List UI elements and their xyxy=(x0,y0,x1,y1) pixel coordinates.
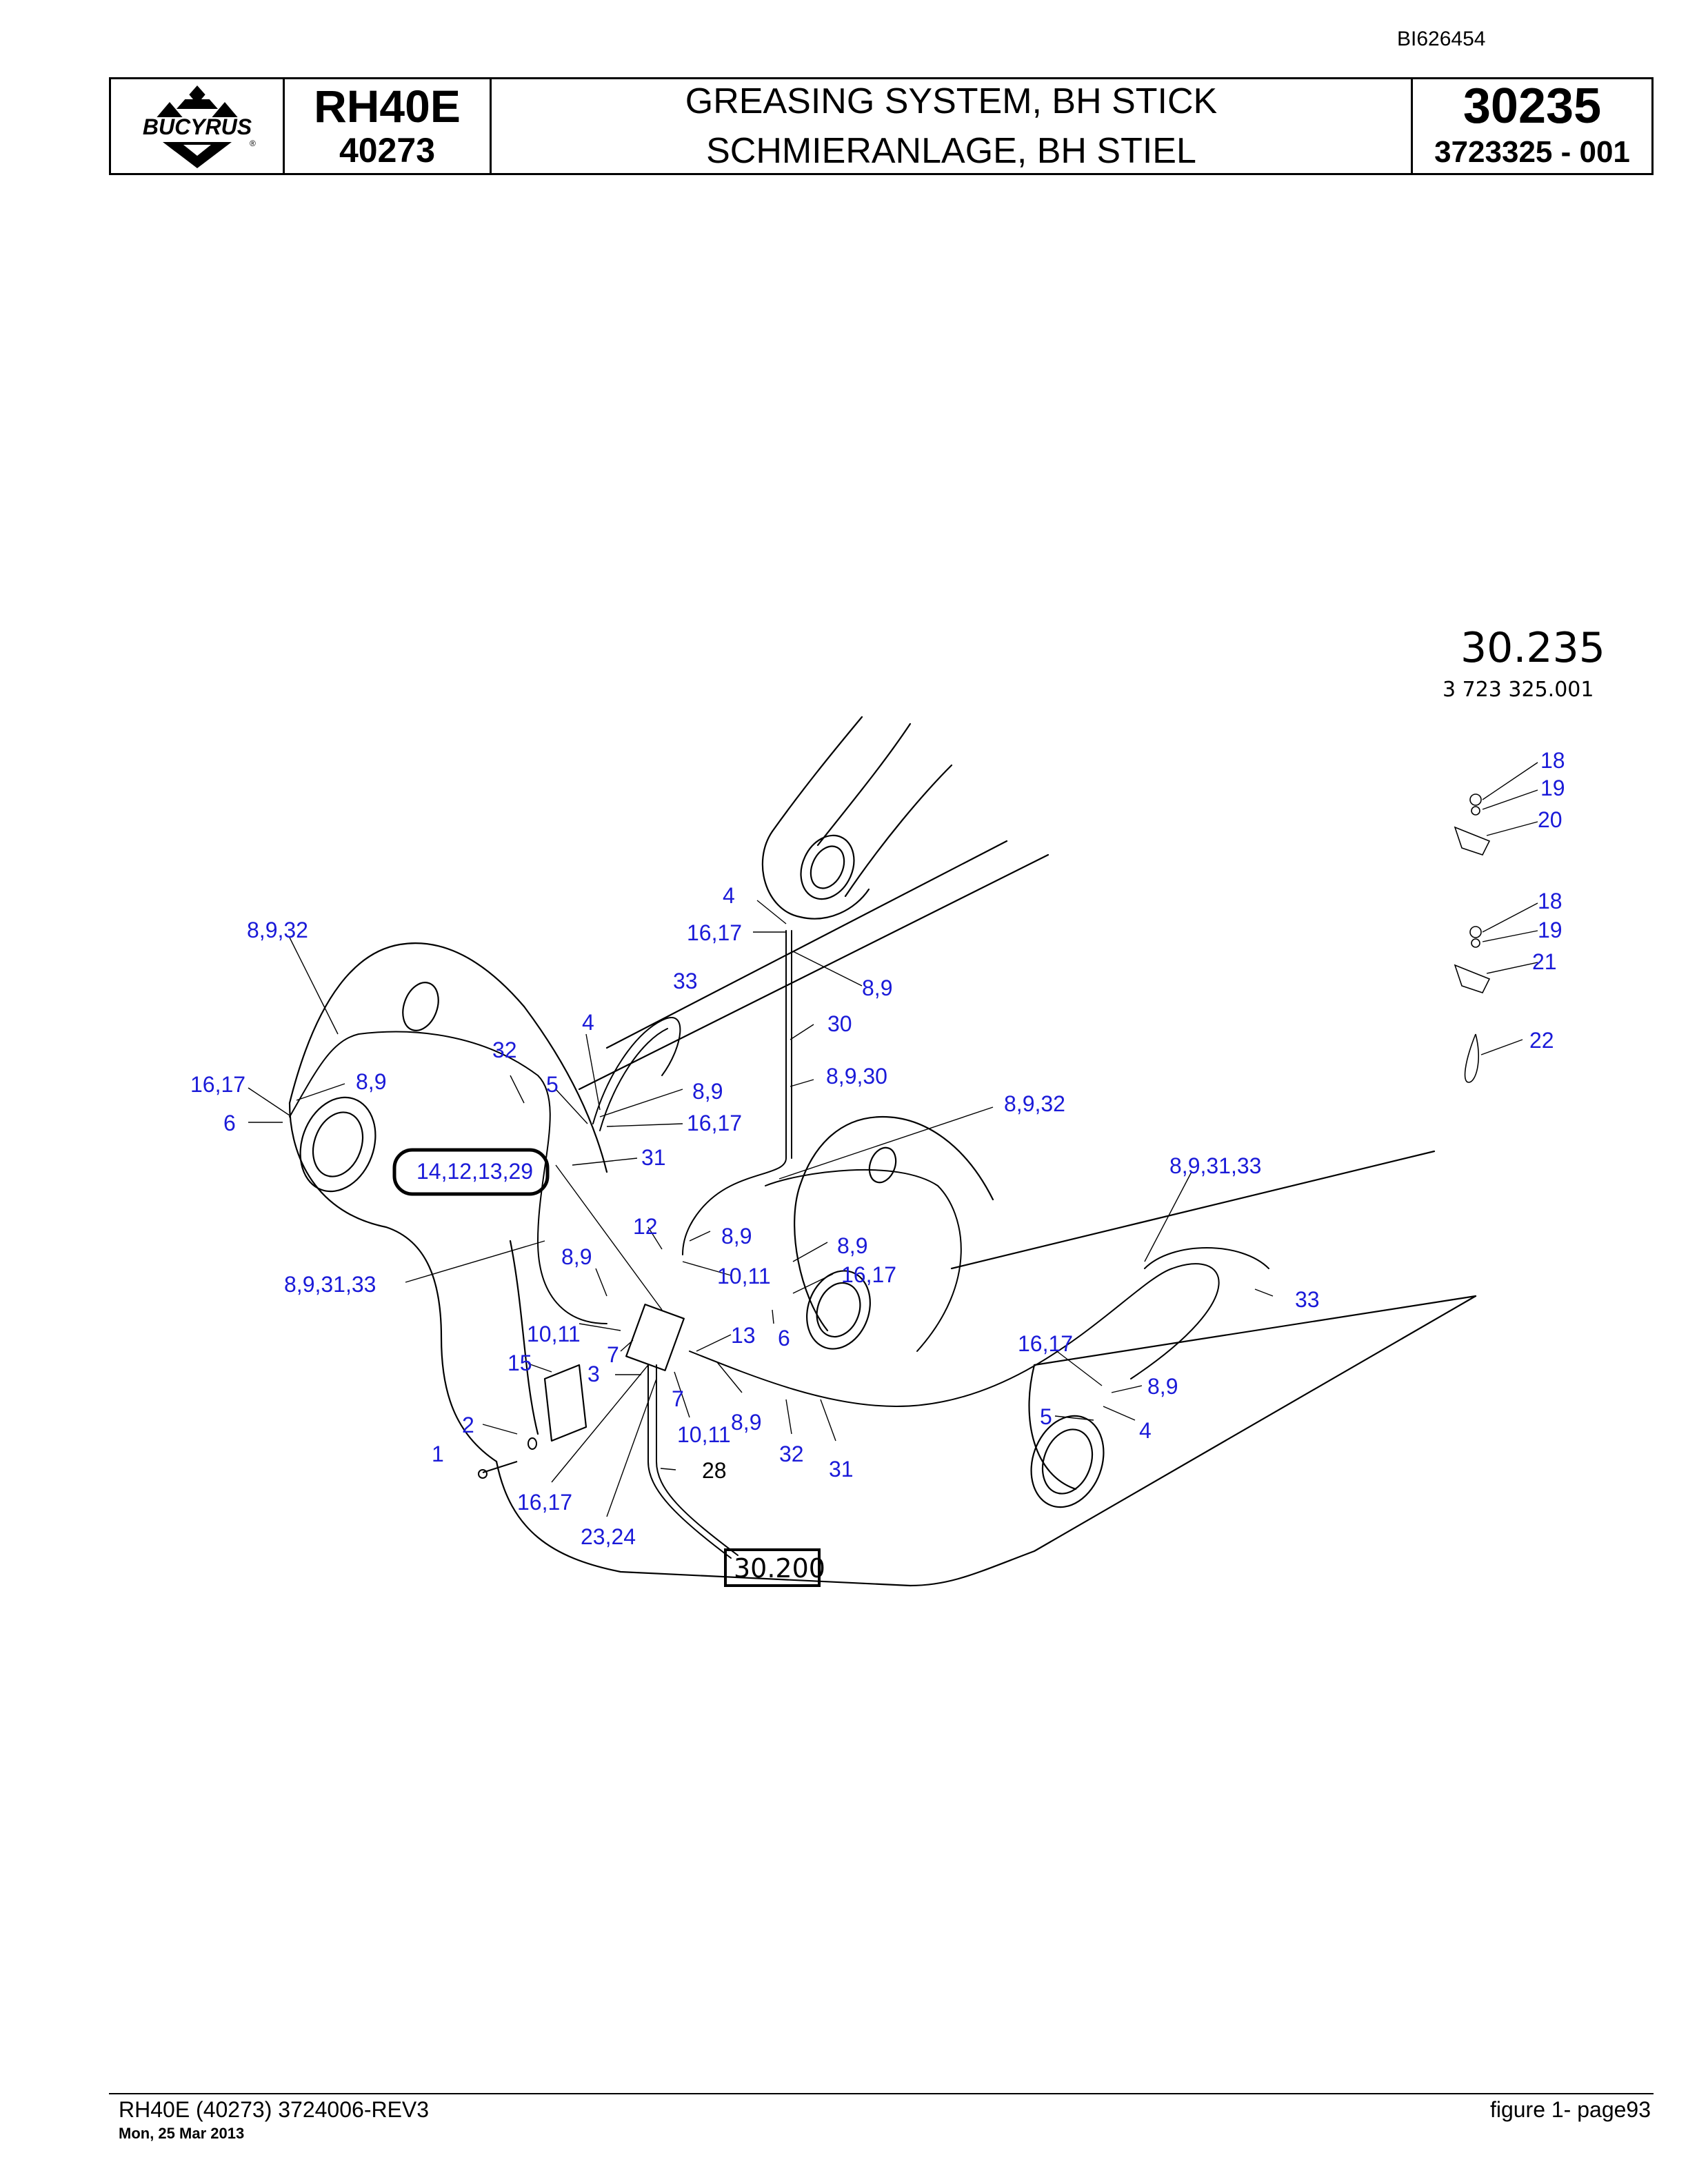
callout: 20 xyxy=(1538,807,1563,832)
callout: 31 xyxy=(641,1145,666,1170)
callout: 21 xyxy=(1532,949,1557,974)
callout: 16,17 xyxy=(190,1072,245,1097)
callout-28: 28 xyxy=(702,1458,727,1483)
title-german: SCHMIERANLAGE, BH STIEL xyxy=(706,131,1196,171)
callout: 10,11 xyxy=(717,1264,771,1288)
callout: 3 xyxy=(587,1362,600,1386)
leader-lines xyxy=(248,762,1538,1517)
bolt-parts xyxy=(478,1437,537,1479)
callout: 4 xyxy=(1139,1418,1152,1443)
callout: 6 xyxy=(223,1111,236,1135)
logo-wordmark: BUCYRUS xyxy=(142,114,252,139)
callout: 12 xyxy=(633,1214,658,1239)
document-id: BI626454 xyxy=(1397,28,1486,50)
callout: 7 xyxy=(672,1386,684,1411)
callout: 18 xyxy=(1538,889,1563,913)
callout: 19 xyxy=(1538,918,1563,942)
callout: 30 xyxy=(827,1011,852,1036)
footer-date: Mon, 25 Mar 2013 xyxy=(119,2125,245,2142)
callout: 8,9,30 xyxy=(826,1064,887,1089)
callout: 8,9,31,33 xyxy=(284,1272,376,1297)
callout: 4 xyxy=(723,883,735,908)
stick-outline xyxy=(288,716,1477,1587)
callout: 8,9 xyxy=(1147,1374,1178,1399)
callout: 8,9 xyxy=(731,1410,761,1435)
callout: 5 xyxy=(1040,1404,1052,1429)
bucyrus-logo: BUCYRUS ® xyxy=(128,85,266,168)
callout: 16,17 xyxy=(687,920,742,945)
footer-page: figure 1- page93 xyxy=(1489,2097,1651,2122)
reference-box: 30.200 xyxy=(724,1548,825,1587)
group-label: 30.235 xyxy=(1460,624,1605,672)
callout: 15 xyxy=(508,1351,532,1375)
callout: 8,9 xyxy=(561,1244,592,1269)
callout: 8,9 xyxy=(692,1079,723,1104)
callout: 16,17 xyxy=(841,1262,896,1287)
callout: 8,9,31,33 xyxy=(1169,1153,1261,1178)
callout: 19 xyxy=(1540,776,1565,800)
group-number-cell: 30235 3723325 - 001 xyxy=(1413,79,1651,173)
callout: 8,9 xyxy=(862,975,892,1000)
title-cell: GREASING SYSTEM, BH STICK SCHMIERANLAGE,… xyxy=(492,79,1413,173)
callout: 10,11 xyxy=(527,1322,581,1346)
callout: 8,9 xyxy=(356,1069,386,1094)
footer-document-ref: RH40E (40273) 3724006-REV3 xyxy=(119,2097,430,2122)
model-number: 40273 xyxy=(339,131,436,170)
model-cell: RH40E 40273 xyxy=(285,79,492,173)
footer-rule xyxy=(109,2093,1654,2094)
title-english: GREASING SYSTEM, BH STICK xyxy=(685,81,1218,121)
callout: 4 xyxy=(582,1010,594,1035)
callout: 33 xyxy=(1295,1287,1320,1312)
callout: 7 xyxy=(607,1342,619,1367)
callout: 32 xyxy=(779,1442,804,1466)
callout: 8,9,32 xyxy=(1004,1091,1065,1116)
callout: 8,9 xyxy=(837,1233,867,1258)
callout: 33 xyxy=(673,969,698,993)
callout: 8,9,32 xyxy=(247,918,308,942)
callout: 10,11 xyxy=(677,1422,731,1447)
boxed-callout: 14,12,13,29 xyxy=(392,1148,550,1196)
model-name: RH40E xyxy=(314,81,461,132)
callout: 13 xyxy=(731,1323,756,1348)
callout: 31 xyxy=(829,1457,854,1482)
callout: 16,17 xyxy=(517,1490,572,1515)
callout: 23,24 xyxy=(581,1524,636,1549)
callout: 32 xyxy=(492,1038,517,1062)
callout: 5 xyxy=(546,1072,559,1097)
clamp-parts xyxy=(1454,793,1491,1083)
callout: 18 xyxy=(1540,748,1565,773)
callout: 8,9 xyxy=(721,1224,752,1248)
callout: 16,17 xyxy=(687,1111,742,1135)
reference-30200: 30.200 xyxy=(734,1553,825,1584)
callout: 1 xyxy=(432,1442,444,1466)
title-block: BUCYRUS ® RH40E 40273 GREASING SYSTEM, B… xyxy=(109,77,1654,175)
svg-text:®: ® xyxy=(250,139,256,148)
grease-lines xyxy=(289,930,1269,1559)
group-number: 30235 xyxy=(1463,79,1602,134)
logo-cell: BUCYRUS ® xyxy=(111,79,285,173)
callout: 16,17 xyxy=(1018,1331,1073,1356)
drawing-number: 3 723 325.001 xyxy=(1443,678,1594,702)
callout-labels: 18 19 20 18 19 21 22 8,9,32 4 16,17 8,9 … xyxy=(190,748,1565,1549)
callout-boxed: 14,12,13,29 xyxy=(416,1159,533,1184)
callout: 6 xyxy=(778,1326,790,1351)
callout: 22 xyxy=(1529,1028,1554,1053)
callout: 2 xyxy=(462,1413,474,1437)
part-number: 3723325 - 001 xyxy=(1434,135,1630,169)
